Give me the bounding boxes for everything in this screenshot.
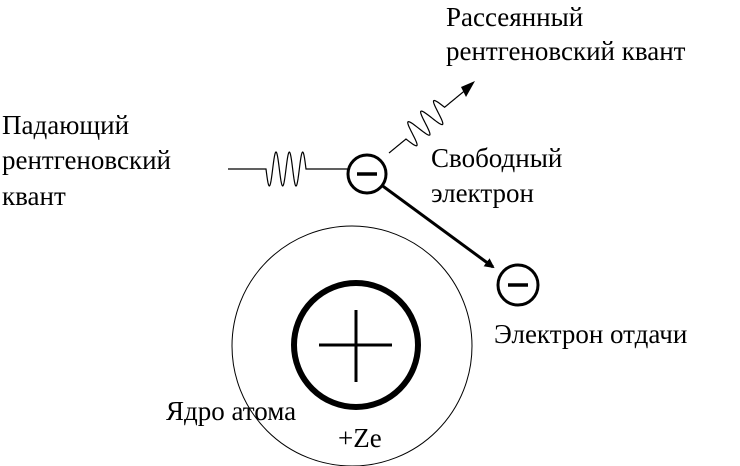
scattered-arrowhead-icon (461, 81, 475, 97)
incident-photon-label-line1: Падающий (2, 110, 130, 140)
recoil-electron-label: Электрон отдачи (494, 319, 688, 349)
nucleus-circle (291, 280, 421, 410)
incident-photon-label-line2: рентгеновский (2, 145, 171, 175)
incident-photon-label-line3: квант (2, 181, 66, 211)
recoil-trajectory-arrow (379, 182, 495, 269)
scattered-photon-wave (388, 87, 469, 154)
nucleus-charge-label: +Ze (338, 423, 382, 453)
plus-sign-icon (319, 310, 392, 382)
free-electron-label-line1: Свободный (431, 143, 563, 173)
scattered-photon-label-line2: рентгеновский квант (446, 36, 686, 66)
scattered-photon-label-line1: Рассеянный (446, 2, 584, 32)
free-electron-label-line2: электрон (431, 178, 534, 208)
nucleus-label: Ядро атома (166, 396, 297, 426)
electron-orbit (231, 225, 473, 466)
